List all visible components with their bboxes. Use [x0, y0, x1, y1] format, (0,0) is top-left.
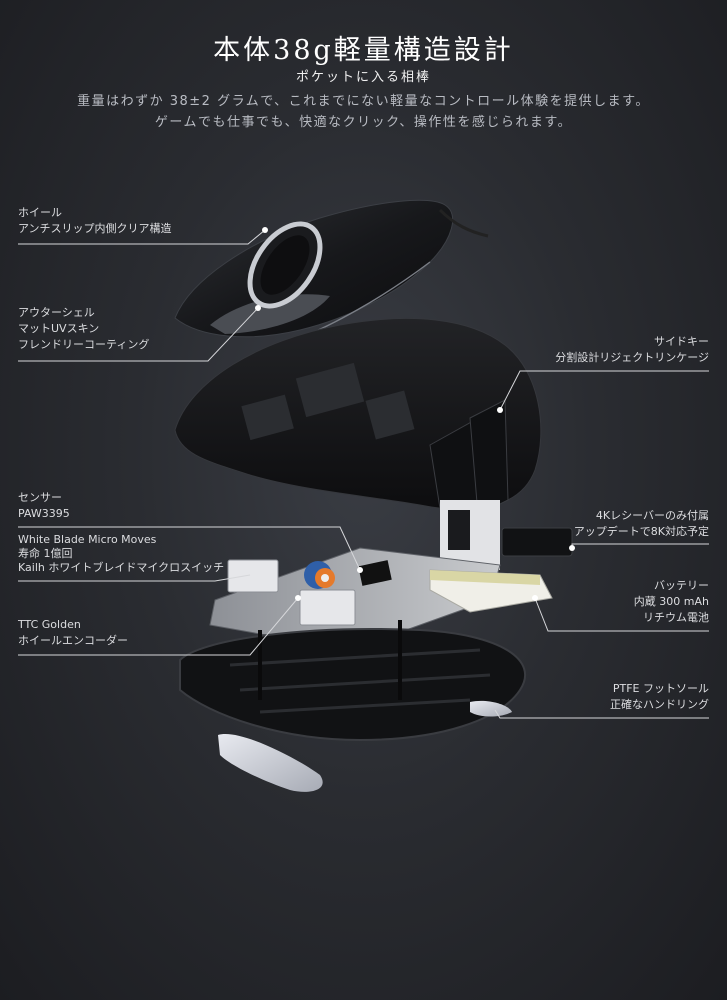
- callout-switch-line-3: Kailh ホワイトブレイドマイクロスイッチ: [18, 561, 225, 574]
- battery: [429, 569, 553, 613]
- callout-switch-line-2: 寿命 1億回: [18, 547, 73, 560]
- callout-encoder-line-2: ホイールエンコーダー: [18, 634, 128, 647]
- callout-battery: バッテリー 内蔵 300 mAh リチウム電池: [634, 578, 709, 626]
- bottom-frame: [179, 620, 527, 742]
- scroll-wheel: [247, 221, 323, 309]
- callout-battery-line-1: バッテリー: [654, 579, 709, 592]
- callout-shell: アウターシェル マットUVスキン フレンドリーコーティング: [18, 305, 149, 353]
- description-line-1: 重量はわずか 38±2 グラムで、これまでにない軽量なコントロール体験を提供しま…: [77, 94, 650, 109]
- page-title: 本体38g軽量構造設計: [213, 35, 514, 66]
- callout-dots: [255, 227, 575, 601]
- callout-shell-line-2: マットUVスキン: [18, 322, 100, 335]
- callout-sensor-line-2: PAW3395: [18, 507, 70, 520]
- callout-wheel-line-2: アンチスリップ内側クリア構造: [18, 222, 172, 235]
- callout-encoder: TTC Golden ホイールエンコーダー: [18, 617, 128, 649]
- callout-side-keys-line-1: サイドキー: [654, 335, 709, 348]
- micro-switch: [227, 559, 356, 626]
- receiver: [501, 527, 573, 557]
- callout-sensor-line-1: センサー: [18, 491, 62, 504]
- callout-shell-line-1: アウターシェル: [18, 306, 95, 319]
- callout-wheel-line-1: ホイール: [18, 206, 62, 219]
- callout-receiver-line-1: 4Kレシーバーのみ付属: [595, 509, 709, 522]
- callout-shell-line-3: フレンドリーコーティング: [18, 338, 150, 351]
- callout-receiver: 4Kレシーバーのみ付属 アップデートで8K対応予定: [574, 508, 709, 540]
- callout-battery-line-2: 内蔵 300 mAh: [633, 595, 709, 608]
- wheel-encoder: [304, 561, 335, 589]
- callout-switch: White Blade Micro Moves 寿命 1億回 Kailh ホワイ…: [18, 533, 224, 575]
- callout-wheel: ホイール アンチスリップ内側クリア構造: [18, 205, 172, 237]
- callout-side-keys-line-2: 分割設計リジェクトリンケージ: [555, 351, 709, 364]
- callout-encoder-line-1: TTC Golden: [18, 618, 81, 631]
- callout-feet-line-2: 正確なハンドリング: [610, 698, 709, 711]
- page-subtitle: ポケットに入る相棒: [295, 70, 431, 85]
- callout-receiver-line-2: アップデートで8K対応予定: [573, 525, 709, 538]
- callout-side-keys: サイドキー 分割設計リジェクトリンケージ: [555, 334, 709, 366]
- callout-sensor: センサー PAW3395: [18, 490, 70, 522]
- ptfe-feet: [218, 700, 512, 792]
- outer-shell: [174, 199, 489, 339]
- callout-feet-line-1: PTFE フットソール: [612, 682, 709, 695]
- callout-battery-line-3: リチウム電池: [643, 611, 709, 624]
- callout-feet: PTFE フットソール 正確なハンドリング: [610, 681, 709, 713]
- description-line-2: ゲームでも仕事でも、快適なクリック、操作性を感じられます。: [154, 115, 573, 130]
- side-keys: [429, 399, 509, 570]
- callout-switch-line-1: White Blade Micro Moves: [18, 533, 157, 546]
